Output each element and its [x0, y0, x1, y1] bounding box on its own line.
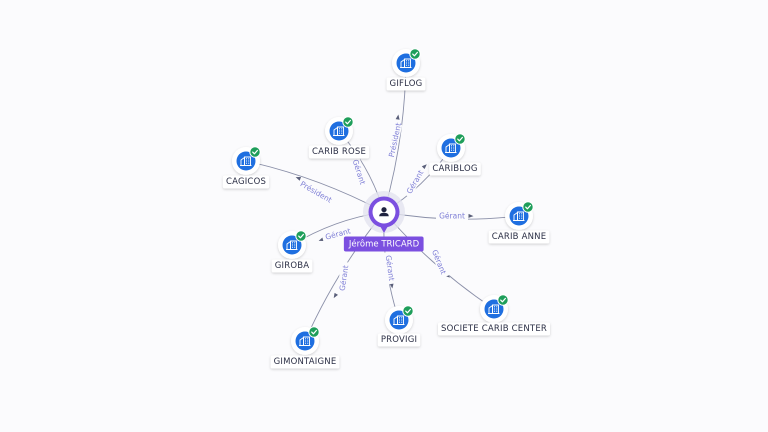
company-node-gimontaigne[interactable]: GIMONTAIGNE — [270, 326, 340, 369]
building-icon — [240, 156, 252, 166]
person-name-label: Jérôme TRICARD — [348, 239, 420, 250]
company-label-bg — [377, 333, 421, 347]
company-label-bg — [429, 162, 481, 176]
company-node-carib-rose[interactable]: CARIB ROSE — [308, 116, 370, 159]
verified-check-icon — [402, 305, 414, 317]
edge-arrow-carib-anne — [468, 213, 474, 218]
edge-arrow-cagicos — [295, 176, 302, 181]
person-name-bg — [343, 236, 424, 252]
company-label-bg — [308, 145, 370, 159]
company-label-societe-carib-center: SOCIETE CARIB CENTER — [441, 324, 547, 334]
edge-label-bg — [336, 261, 351, 295]
company-label-carib-rose: CARIB ROSE — [312, 147, 366, 157]
company-label-bg — [386, 77, 426, 91]
edge-label-bg — [350, 155, 369, 189]
edge-label-bg — [300, 179, 333, 204]
building-icon — [286, 240, 298, 250]
verified-check-icon — [497, 294, 509, 306]
company-label-bg — [271, 259, 313, 273]
edge-label-bg — [383, 251, 398, 285]
company-node-cariblog[interactable]: CARIBLOG — [429, 133, 481, 176]
building-icon — [445, 143, 457, 153]
building-icon — [299, 336, 311, 346]
edge-label-bg — [436, 211, 468, 220]
building-icon — [393, 315, 405, 325]
edge-arrow-gifflog — [395, 114, 400, 120]
company-label-cagicos: CAGICOS — [226, 177, 266, 187]
company-label-bg — [438, 322, 550, 336]
company-node-gifflog[interactable]: GIFLOG — [386, 48, 426, 91]
company-label-giroba: GIROBA — [275, 261, 310, 271]
building-icon — [400, 58, 412, 68]
company-label-gimontaigne: GIMONTAIGNE — [274, 357, 337, 367]
company-label-gifflog: GIFLOG — [390, 79, 423, 89]
person-icon — [379, 207, 389, 217]
verified-check-icon — [409, 48, 421, 60]
edge-label-carib-anne: Gérant — [439, 212, 465, 221]
company-node-cagicos[interactable]: CAGICOS — [222, 146, 270, 189]
company-node-societe-carib-center[interactable]: SOCIETE CARIB CENTER — [438, 294, 550, 336]
edge-arrow-cariblog — [421, 164, 427, 170]
verified-check-icon — [522, 201, 534, 213]
company-label-bg — [270, 355, 340, 369]
edge-arrow-provigi — [389, 283, 394, 289]
company-label-cariblog: CARIBLOG — [432, 164, 477, 174]
company-node-provigi[interactable]: PROVIGI — [377, 305, 421, 347]
edge-label-provigi: Gérant — [384, 255, 397, 282]
building-icon — [333, 126, 345, 136]
verified-check-icon — [295, 230, 307, 242]
edge-label-bg — [429, 245, 450, 279]
edge-label-bg — [321, 225, 355, 243]
verified-check-icon — [308, 326, 320, 338]
edge-label-cagicos: Président — [299, 179, 334, 204]
verified-check-icon — [342, 116, 354, 128]
edge-label-gimontaigne: Gérant — [338, 265, 351, 292]
edge-label-carib-rose: Gérant — [351, 158, 368, 185]
company-label-bg — [222, 175, 270, 189]
company-node-carib-anne[interactable]: CARIB ANNE — [488, 201, 550, 244]
company-node-giroba[interactable]: GIROBA — [271, 230, 313, 273]
verified-check-icon — [454, 133, 466, 145]
edge-label-bg — [386, 123, 403, 157]
person-node[interactable] — [363, 191, 405, 233]
edge-label-gifflog: Président — [387, 122, 403, 158]
edge-label-bg — [402, 165, 427, 198]
person-node-pin — [380, 226, 388, 233]
company-label-provigi: PROVIGI — [381, 335, 417, 345]
verified-check-icon — [249, 146, 261, 158]
building-icon — [488, 304, 500, 314]
company-label-carib-anne: CARIB ANNE — [492, 232, 547, 242]
edge-arrow-gimontaigne — [333, 292, 339, 299]
company-label-bg — [488, 230, 550, 244]
building-icon — [513, 211, 525, 221]
